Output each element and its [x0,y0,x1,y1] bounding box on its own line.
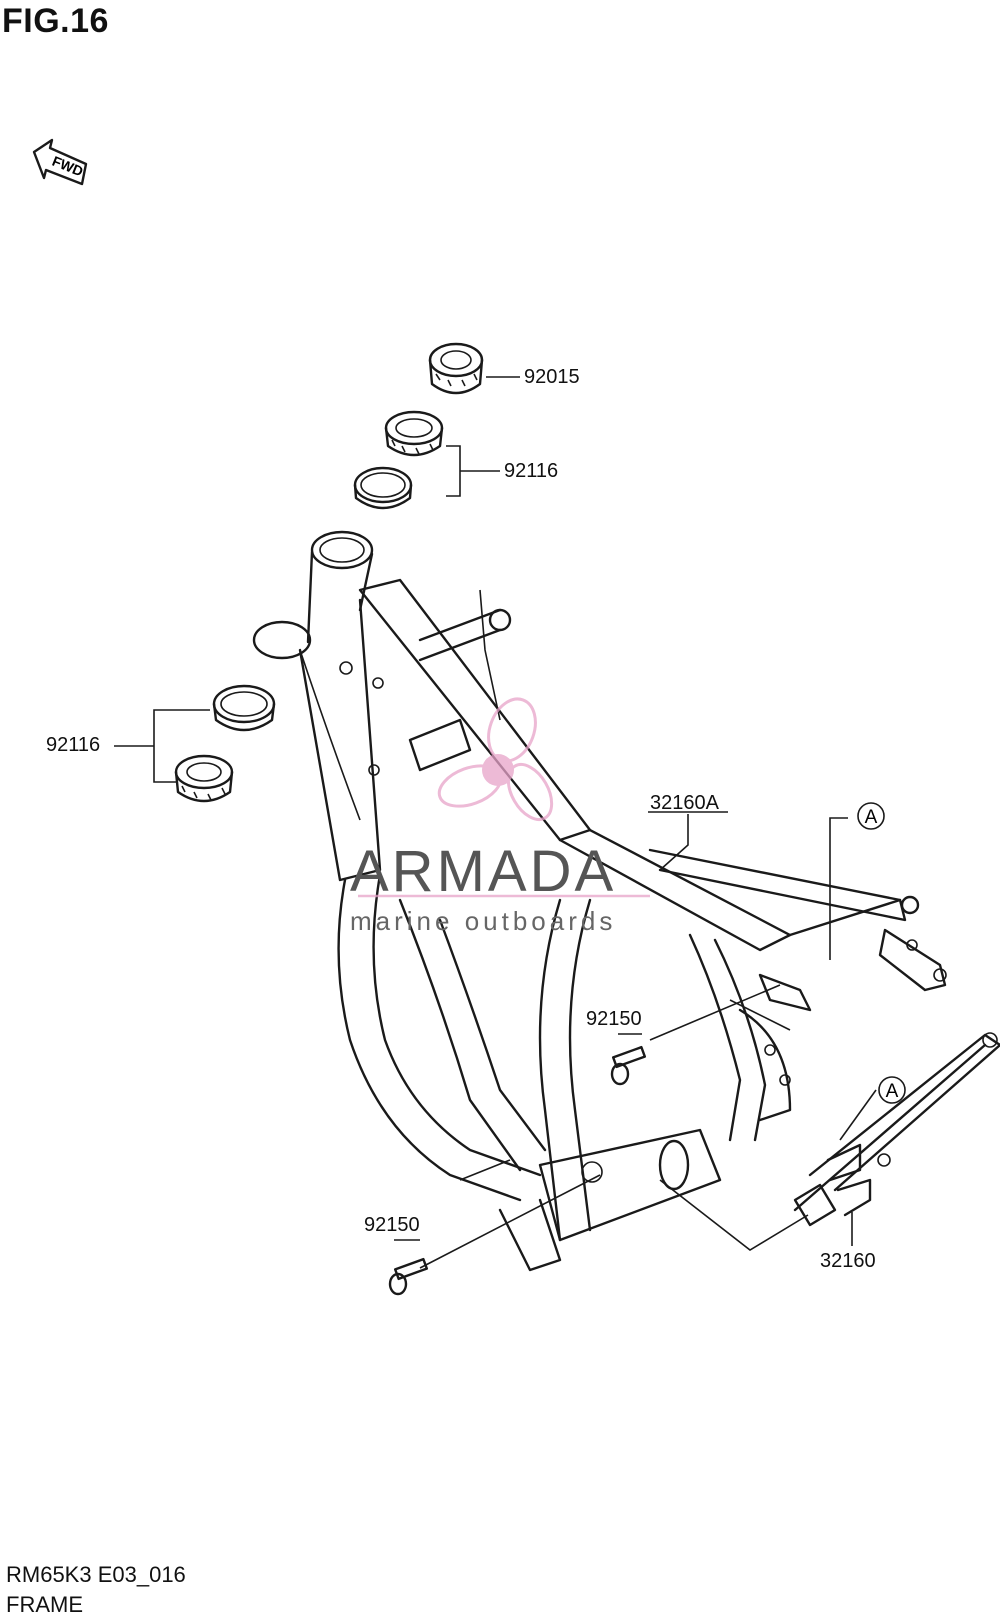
bolt-upper-part [610,1045,647,1086]
part-label-92150-upper: 92150 [586,1008,642,1030]
upper-bearing-part [384,410,444,457]
watermark-name: ARMADA [350,839,617,904]
stem-nut-part [428,342,484,395]
callout-a-lower: A [878,1076,906,1104]
diagram-code: RM65K3 E03_016 [6,1562,186,1587]
lower-bearing-part [174,754,234,803]
bolt-lower-part [388,1257,429,1296]
fwd-arrow-icon: FWD [32,138,88,186]
frame-body [252,530,947,1272]
diagram-name: FRAME [6,1592,83,1617]
part-label-92150-lower: 92150 [364,1214,420,1236]
watermark-tagline: marine outboards [350,906,617,936]
lower-race-part [212,684,276,732]
upper-race-part [353,466,413,510]
lower-frame-part [793,1032,1000,1227]
svg-text:A: A [886,1081,899,1102]
callout-a-upper: A [857,802,885,830]
fwd-label: FWD [50,153,86,180]
part-label-32160: 32160 [820,1250,876,1272]
part-label-32160A: 32160A [650,792,719,814]
part-label-92116-lower: 92116 [46,734,101,756]
watermark-logo-icon [358,697,650,898]
part-label-92116-upper: 92116 [504,460,559,482]
figure-title: FIG.16 [2,2,109,40]
svg-text:A: A [865,807,878,828]
part-label-92015: 92015 [524,366,580,388]
